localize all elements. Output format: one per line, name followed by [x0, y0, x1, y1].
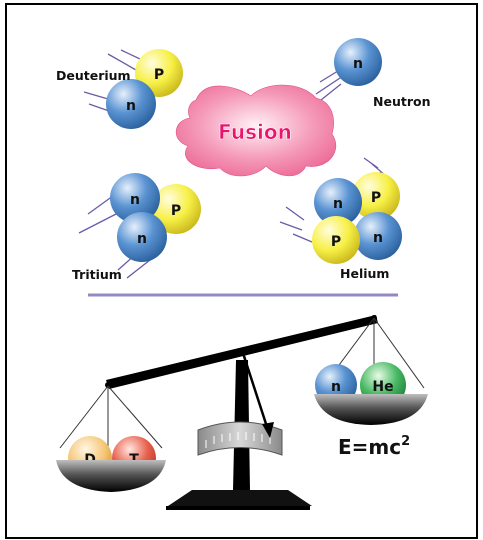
free-neutron: n [334, 38, 382, 86]
neutron-ball [106, 79, 156, 129]
neutron-ball [110, 173, 160, 223]
right-pan [314, 394, 428, 425]
neutron-symbol: n [126, 98, 136, 114]
left-pan [56, 460, 166, 492]
neutron-symbol: n [353, 56, 363, 72]
neutron-ball [334, 38, 382, 86]
pointer-tip [262, 422, 274, 438]
neutron-ball [117, 212, 167, 262]
neutron-label: Neutron [373, 94, 430, 109]
helium-label: Helium [340, 266, 389, 281]
scale-base [166, 506, 310, 510]
equation: E=mc2 [338, 434, 410, 459]
neutron-symbol: n [331, 379, 341, 395]
proton-symbol: P [331, 234, 341, 250]
proton-symbol: P [371, 190, 381, 206]
fusion-cloud [175, 84, 337, 177]
scale-foot [168, 490, 312, 506]
deuterium-label: Deuterium [56, 68, 131, 83]
neutron-symbol: n [373, 230, 383, 246]
left-pan-strings [59, 385, 163, 449]
deuterium-nucleus: P n [106, 49, 183, 129]
proton-ball [312, 216, 360, 264]
neutron-symbol: n [137, 231, 147, 247]
proton-ball [151, 184, 201, 234]
balance-scale: D T n He [56, 315, 428, 510]
helium-symbol: He [372, 379, 393, 395]
neutron-symbol: n [333, 196, 343, 212]
neutron-ball [354, 212, 402, 260]
tritium-label: Tritium [72, 267, 122, 282]
neutron-ball [314, 178, 362, 226]
helium-nucleus: P n n P [312, 172, 402, 264]
tritium-nucleus: P n n [110, 173, 201, 262]
proton-symbol: P [154, 67, 164, 83]
gauge-dial [197, 421, 283, 456]
scale-beam [106, 315, 378, 389]
neutron-symbol: n [130, 192, 140, 208]
gauge-pointer [240, 349, 270, 431]
equation-exponent: 2 [401, 434, 410, 449]
proton-symbol: P [171, 203, 181, 219]
proton-ball [352, 172, 400, 220]
fusion-label: Fusion [218, 120, 292, 144]
equation-base: E=mc [338, 435, 401, 459]
